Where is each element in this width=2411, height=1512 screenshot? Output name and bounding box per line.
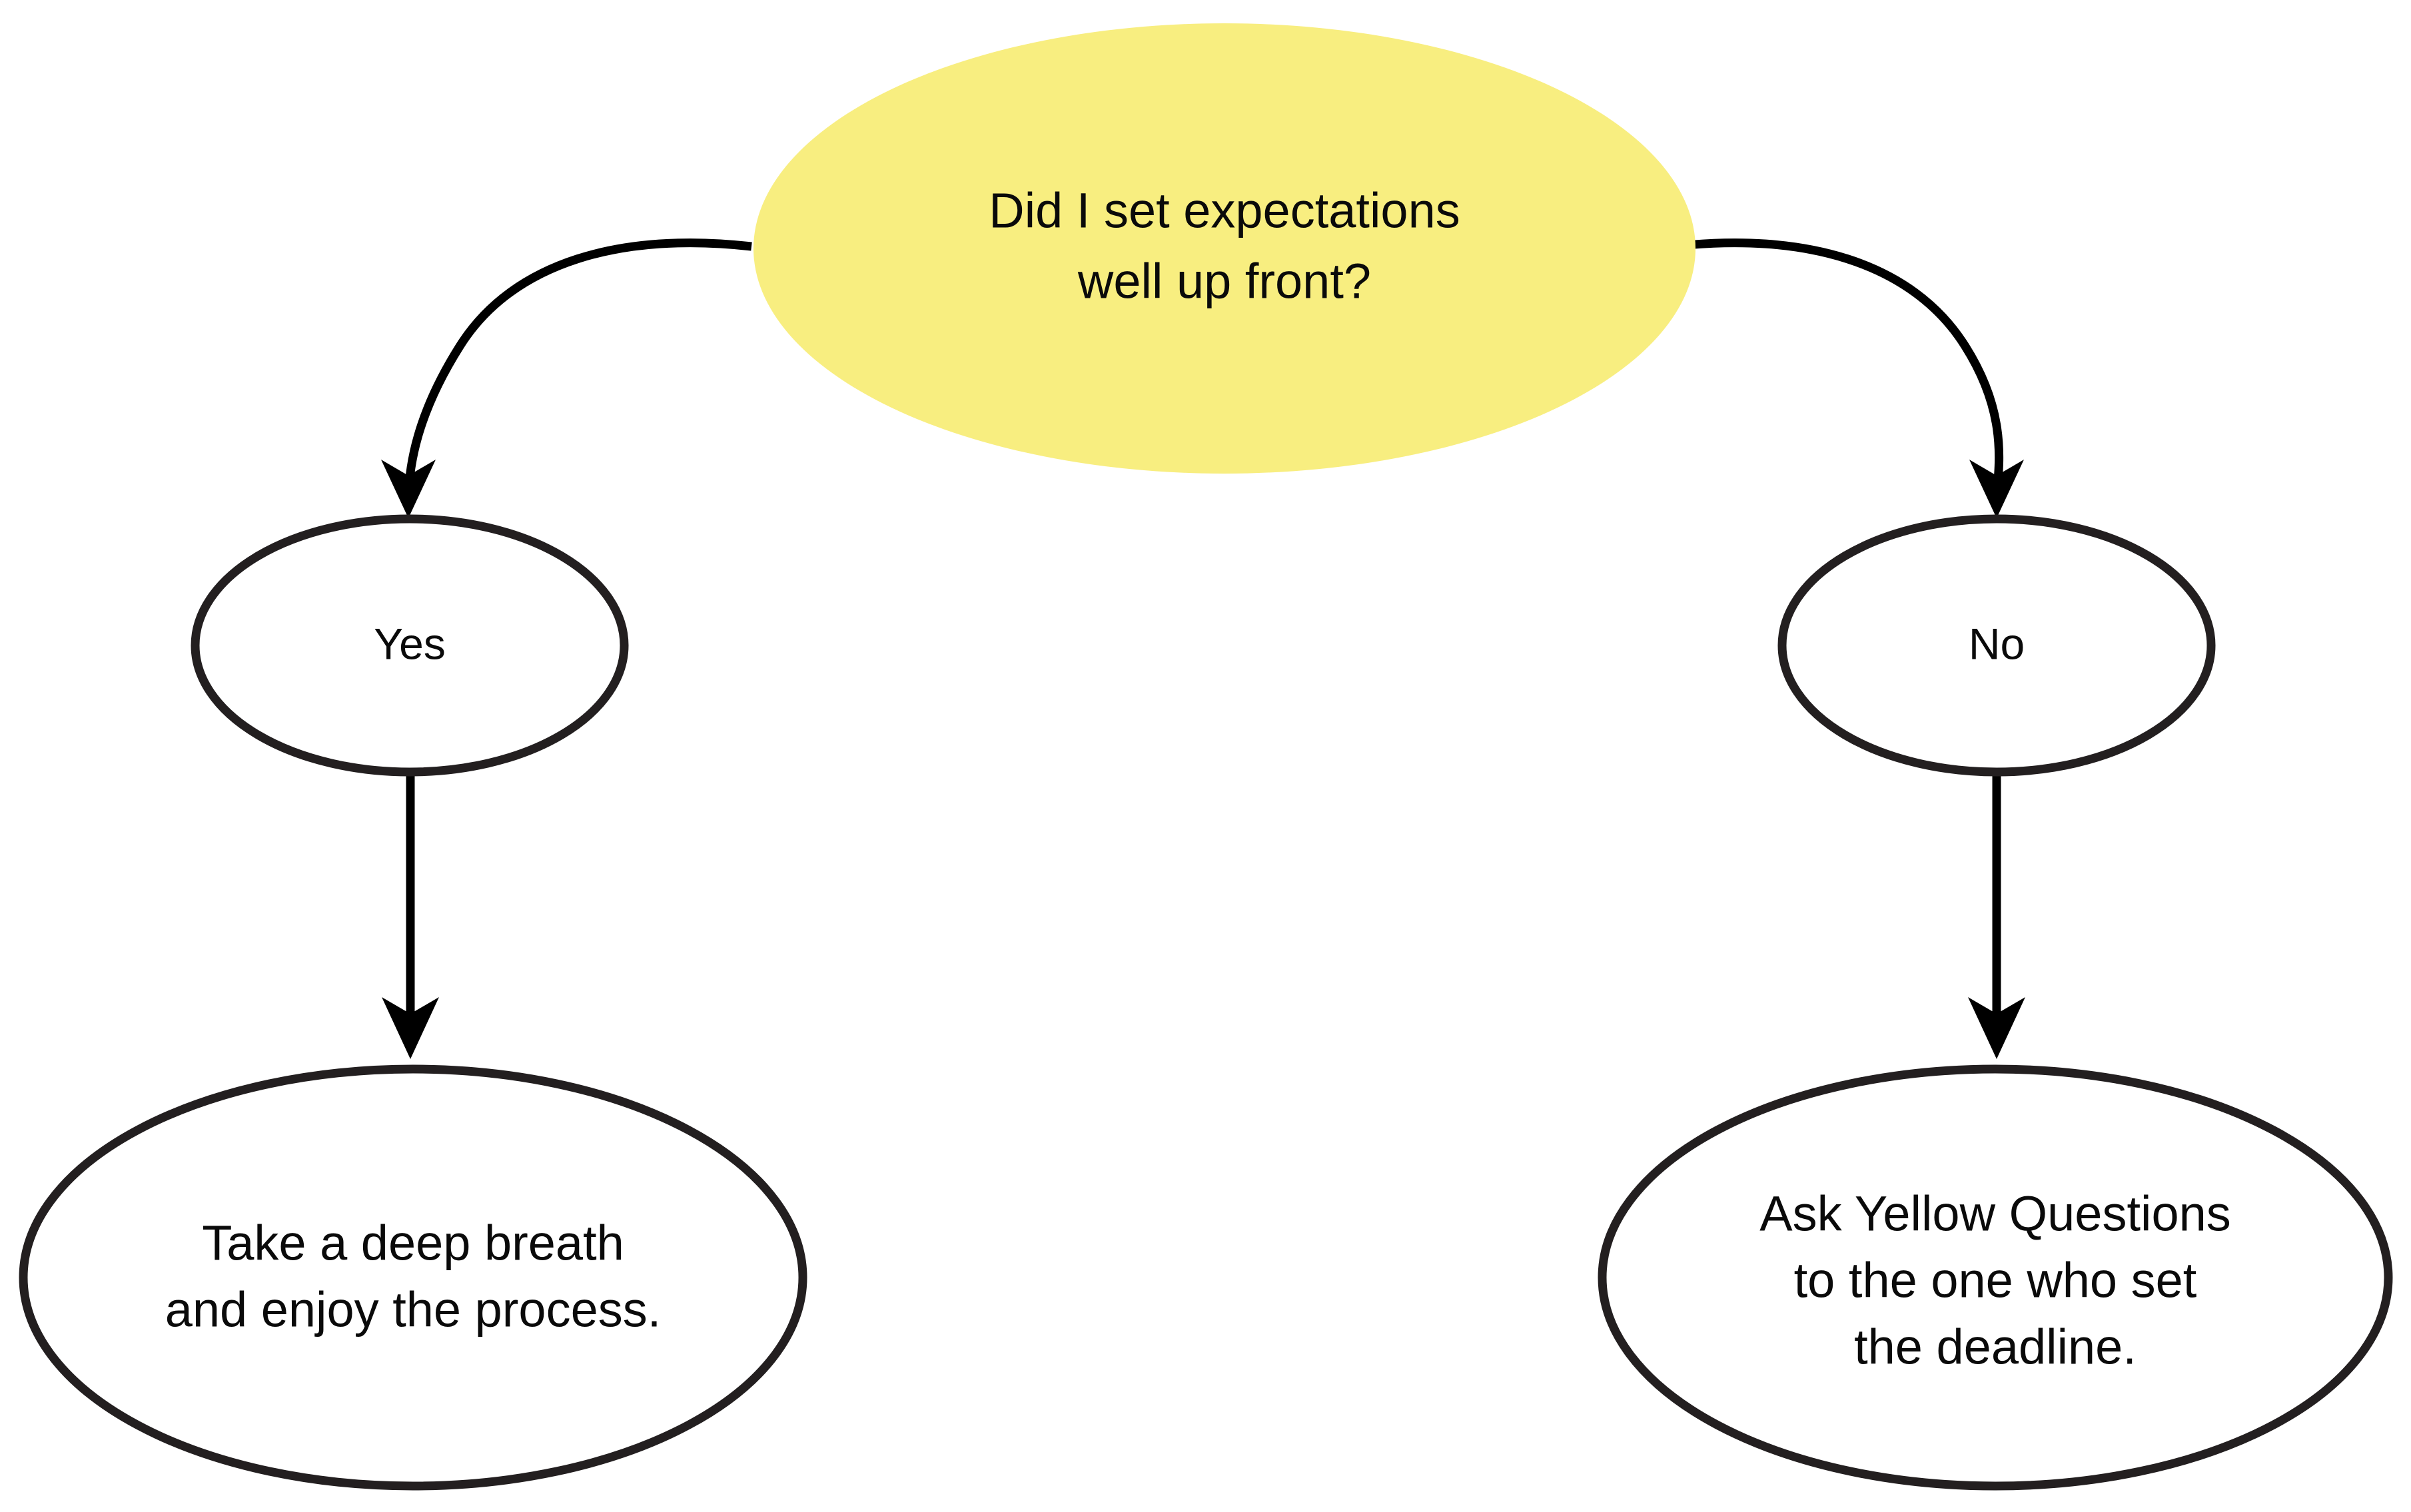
- outcome-yellow-questions-line-1: Ask Yellow Questions: [1759, 1186, 2231, 1242]
- node-branch-yes[interactable]: Yes: [191, 514, 629, 777]
- edge-decision-to-no-arrowhead: [1969, 460, 2024, 518]
- edge-no-to-outcome-arrowhead: [1968, 997, 2025, 1059]
- node-branch-no[interactable]: No: [1777, 514, 2216, 777]
- edge-decision-to-yes: [381, 238, 752, 518]
- edge-yes-to-outcome-arrowhead: [382, 997, 439, 1059]
- branch-yes-label: Yes: [374, 619, 446, 668]
- outcome-yellow-questions-ellipse-shape: [1598, 1064, 2393, 1491]
- decision-ellipse-shape: [753, 23, 1695, 474]
- edge-decision-to-yes-arrowhead: [381, 460, 436, 518]
- node-decision-expectations[interactable]: Did I set expectations well up front?: [753, 23, 1695, 474]
- outcome-yellow-questions-line-2: to the one who set: [1794, 1253, 2197, 1308]
- branch-no-ellipse-shape: [1777, 514, 2216, 777]
- outcome-yellow-questions-line-3: the deadline.: [1854, 1320, 2137, 1375]
- decision-text-line-2: well up front?: [1077, 254, 1371, 309]
- node-outcome-yellow-questions[interactable]: Ask Yellow Questions to the one who set …: [1598, 1064, 2393, 1491]
- edge-decision-to-no: [1673, 238, 2024, 518]
- outcome-deep-breath-ellipse-shape: [19, 1064, 807, 1491]
- edge-yes-to-outcome: [382, 771, 439, 1059]
- node-outcome-deep-breath[interactable]: Take a deep breath and enjoy the process…: [19, 1064, 807, 1491]
- edge-no-to-outcome: [1968, 771, 2025, 1059]
- branch-yes-ellipse-shape: [191, 514, 629, 777]
- edge-decision-to-yes-path: [404, 238, 752, 499]
- edge-decision-to-no-path: [1673, 238, 2004, 499]
- outcome-deep-breath-line-2: and enjoy the process.: [165, 1282, 662, 1337]
- decision-text-line-1: Did I set expectations: [989, 183, 1460, 238]
- outcome-deep-breath-line-1: Take a deep breath: [202, 1216, 624, 1271]
- branch-no-label: No: [1969, 619, 2025, 668]
